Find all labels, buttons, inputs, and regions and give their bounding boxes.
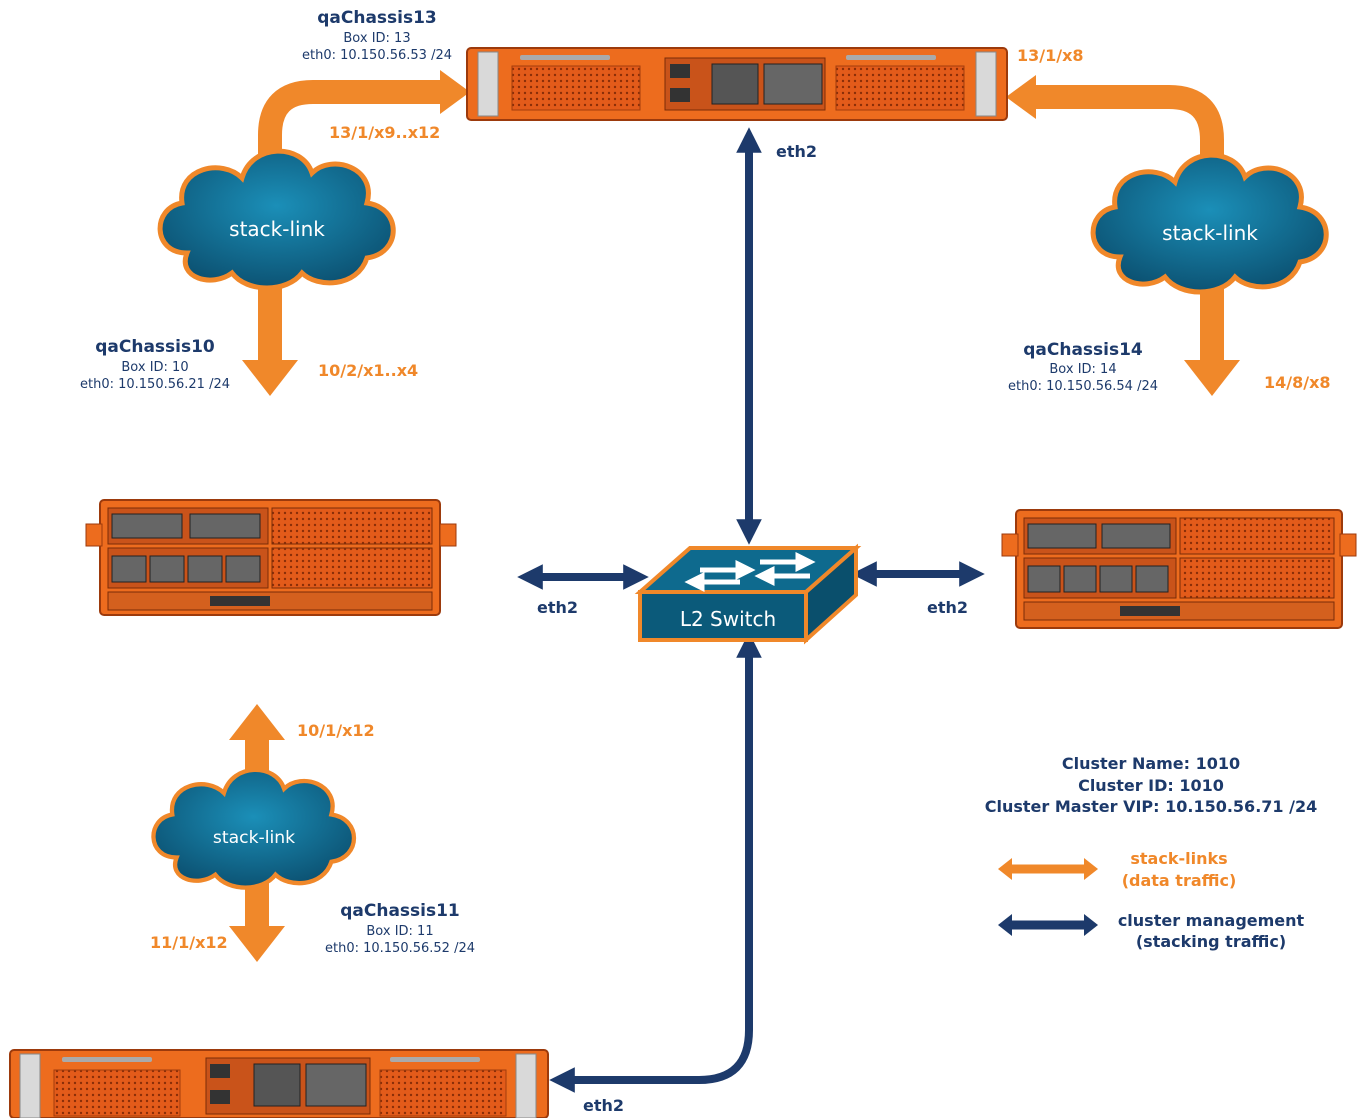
l2-switch: L2 Switch — [634, 543, 862, 645]
legend-stack-sublabel: (data traffic) — [1122, 871, 1237, 890]
legend-stack-label: stack-links — [1130, 849, 1227, 868]
eth2-label: eth2 — [776, 142, 817, 161]
port-label: 13/1/x9..x12 — [329, 123, 440, 142]
chassis-13-device — [466, 47, 1008, 121]
eth2-label: eth2 — [583, 1096, 624, 1115]
eth2-label: eth2 — [927, 598, 968, 617]
chassis-11-device — [9, 1049, 549, 1118]
cluster-master-vip: Cluster Master VIP: 10.150.56.71 /24 — [985, 797, 1317, 816]
port-label: 11/1/x12 — [150, 933, 228, 952]
chassis-14-eth0: eth0: 10.150.56.54 /24 — [1008, 379, 1158, 394]
port-label: 14/8/x8 — [1264, 373, 1331, 392]
chassis-14-name: qaChassis14 — [1023, 340, 1143, 360]
chassis-11-box-id: Box ID: 11 — [366, 924, 433, 939]
chassis-11-name: qaChassis11 — [340, 901, 460, 921]
chassis-10-device — [85, 499, 457, 616]
chassis-10-box-id: Box ID: 10 — [121, 360, 188, 375]
cluster-id: Cluster ID: 1010 — [1078, 776, 1224, 795]
eth2-label: eth2 — [537, 598, 578, 617]
chassis-14-box-id: Box ID: 14 — [1049, 362, 1116, 377]
stack-link-cloud: stack-link — [1093, 155, 1326, 292]
cloud-label: stack-link — [229, 217, 325, 241]
mgmt-link-bottom — [549, 632, 762, 1093]
cloud-label: stack-link — [213, 828, 295, 848]
chassis-10-eth0: eth0: 10.150.56.21 /24 — [80, 377, 230, 392]
legend: stack-links (data traffic) cluster manag… — [998, 849, 1305, 951]
stack-link-cloud: stack-link — [153, 770, 354, 888]
legend-stack-arrow — [998, 858, 1098, 880]
chassis-13-name: qaChassis13 — [317, 8, 437, 28]
chassis-13-box-id: Box ID: 13 — [343, 31, 410, 46]
port-label: 13/1/x8 — [1017, 46, 1084, 65]
chassis-13-eth0: eth0: 10.150.56.53 /24 — [302, 48, 452, 63]
cluster-name: Cluster Name: 1010 — [1062, 754, 1240, 773]
cloud-label: stack-link — [1162, 221, 1258, 245]
legend-mgmt-arrow — [998, 914, 1098, 936]
port-label: 10/2/x1..x4 — [318, 361, 418, 380]
legend-mgmt-sublabel: (stacking traffic) — [1136, 932, 1286, 951]
switch-label: L2 Switch — [680, 607, 776, 631]
chassis-14-device — [1001, 509, 1357, 629]
port-label: 10/1/x12 — [297, 721, 375, 740]
chassis-11-eth0: eth0: 10.150.56.52 /24 — [325, 941, 475, 956]
legend-mgmt-label: cluster management — [1118, 911, 1305, 930]
stack-link-cloud: stack-link — [160, 151, 393, 288]
chassis-10-name: qaChassis10 — [95, 337, 215, 357]
